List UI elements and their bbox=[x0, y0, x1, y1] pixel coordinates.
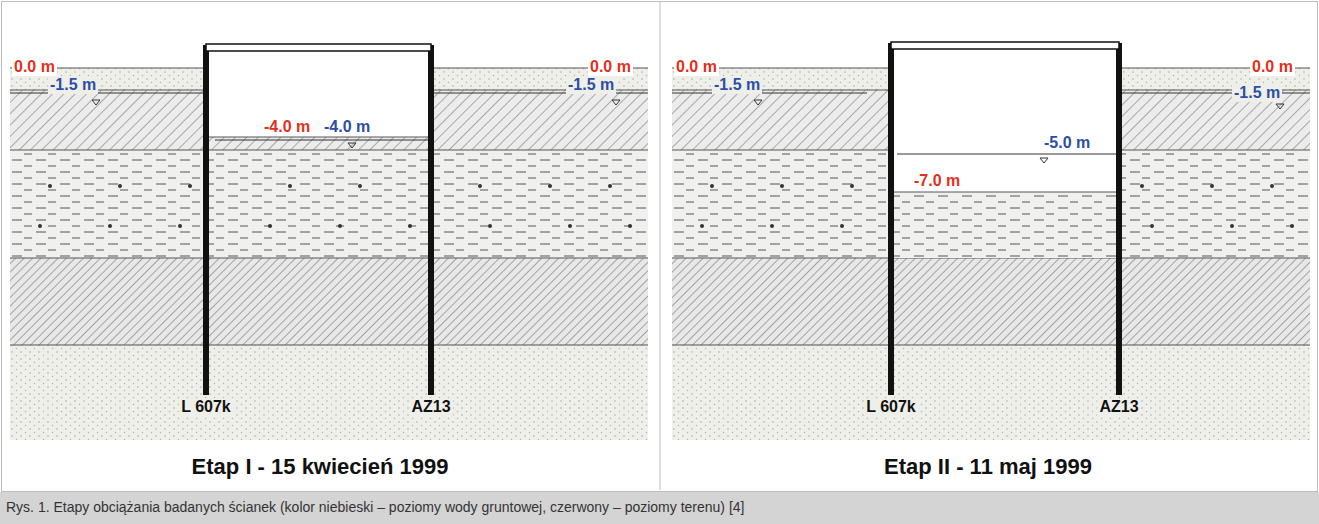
ground-level: 0.0 m bbox=[588, 58, 633, 76]
ground-level: -7.0 m bbox=[912, 172, 962, 190]
figure-caption: Rys. 1. Etapy obciążania badanych ściane… bbox=[6, 499, 744, 515]
water-level: -1.5 m bbox=[48, 76, 98, 94]
wall-name: AZ13 bbox=[409, 398, 452, 416]
stage-title: Etap I - 15 kwiecień 1999 bbox=[190, 455, 451, 479]
water-level: -1.5 m bbox=[566, 76, 616, 94]
water-level: -1.5 m bbox=[1232, 84, 1282, 102]
wall-name: L 607k bbox=[864, 398, 918, 416]
ground-level: 0.0 m bbox=[12, 58, 57, 76]
water-level: -4.0 m bbox=[322, 118, 372, 136]
stage-title: Etap II - 11 maj 1999 bbox=[882, 455, 1094, 479]
water-level: -1.5 m bbox=[712, 76, 762, 94]
ground-level: 0.0 m bbox=[674, 58, 719, 76]
wall-name: AZ13 bbox=[1097, 398, 1140, 416]
ground-level: -4.0 m bbox=[262, 118, 312, 136]
ground-level: 0.0 m bbox=[1250, 58, 1295, 76]
water-level: -5.0 m bbox=[1042, 134, 1092, 152]
wall-name: L 607k bbox=[179, 398, 233, 416]
